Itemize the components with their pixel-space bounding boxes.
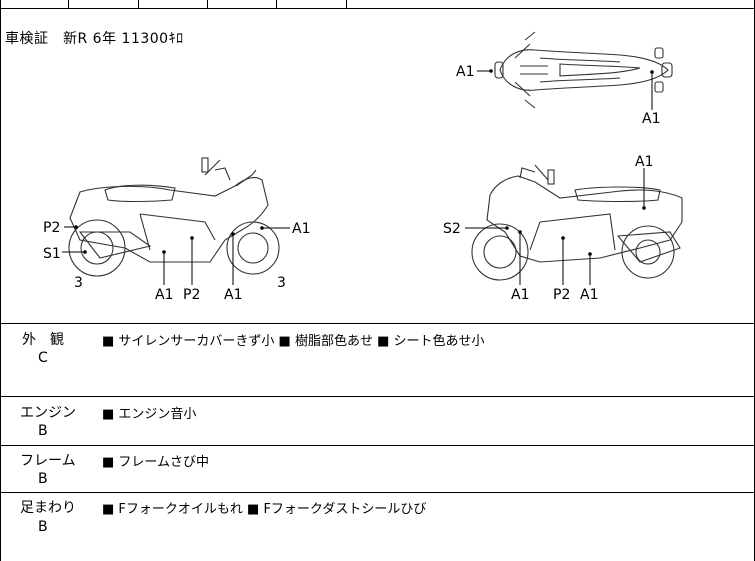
header-cells-stub	[0, 0, 755, 10]
left-border	[0, 0, 1, 561]
section-label-frame: フレーム	[20, 453, 76, 469]
marker-left-a1-front: A1	[292, 221, 310, 237]
marker-top-left: A1	[456, 64, 474, 80]
section-grade-frame: B	[38, 471, 48, 487]
section-label-exterior: 外 観	[22, 332, 64, 348]
section-grade-exterior: C	[38, 350, 48, 366]
marker-left-p2-bottom: P2	[183, 287, 200, 303]
divider-engine	[0, 445, 755, 446]
section-label-suspension: 足まわり	[20, 500, 76, 516]
marker-left-a1-bottom-2: A1	[224, 287, 242, 303]
section-notes-exterior: ■ サイレンサーカバーきず小 ■ 樹脂部色あせ ■ シート色あせ小	[102, 334, 485, 349]
section-grade-suspension: B	[38, 519, 48, 535]
section-label-engine: エンジン	[20, 405, 76, 421]
divider-diagram	[0, 323, 755, 324]
damage-diagram: A1 A1 P2 S1 A1 3 A1 P2 A1 3 A1 S2 A1 P2 …	[43, 31, 683, 303]
divider-exterior	[0, 396, 755, 397]
marker-right-s2: S2	[443, 221, 461, 237]
scooter-top-view	[494, 31, 673, 109]
marker-right-a1-bottom-1: A1	[511, 287, 529, 303]
marker-top-right: A1	[642, 111, 660, 127]
marker-left-three-rear: 3	[74, 275, 83, 291]
section-notes-suspension: ■ Fフォークオイルもれ ■ Fフォークダストシールひび	[102, 502, 427, 517]
section-grade-engine: B	[38, 423, 48, 439]
registration-info: 車検証 新R 6年 11300ｷﾛ	[5, 31, 184, 47]
marker-left-a1-bottom-1: A1	[155, 287, 173, 303]
marker-left-p2: P2	[43, 220, 60, 236]
marker-left-three-front: 3	[277, 275, 286, 291]
scooter-left-side-view	[68, 157, 280, 277]
marker-left-s1: S1	[43, 246, 61, 262]
scooter-right-side-view	[471, 164, 683, 281]
divider-frame	[0, 492, 755, 493]
divider-top	[0, 8, 755, 9]
marker-right-a1-bottom-2: A1	[580, 287, 598, 303]
section-notes-frame: ■ フレームさび中	[102, 455, 210, 470]
marker-right-p2-bottom: P2	[553, 287, 570, 303]
marker-right-a1-top: A1	[635, 154, 653, 170]
section-notes-engine: ■ エンジン音小	[102, 407, 197, 422]
